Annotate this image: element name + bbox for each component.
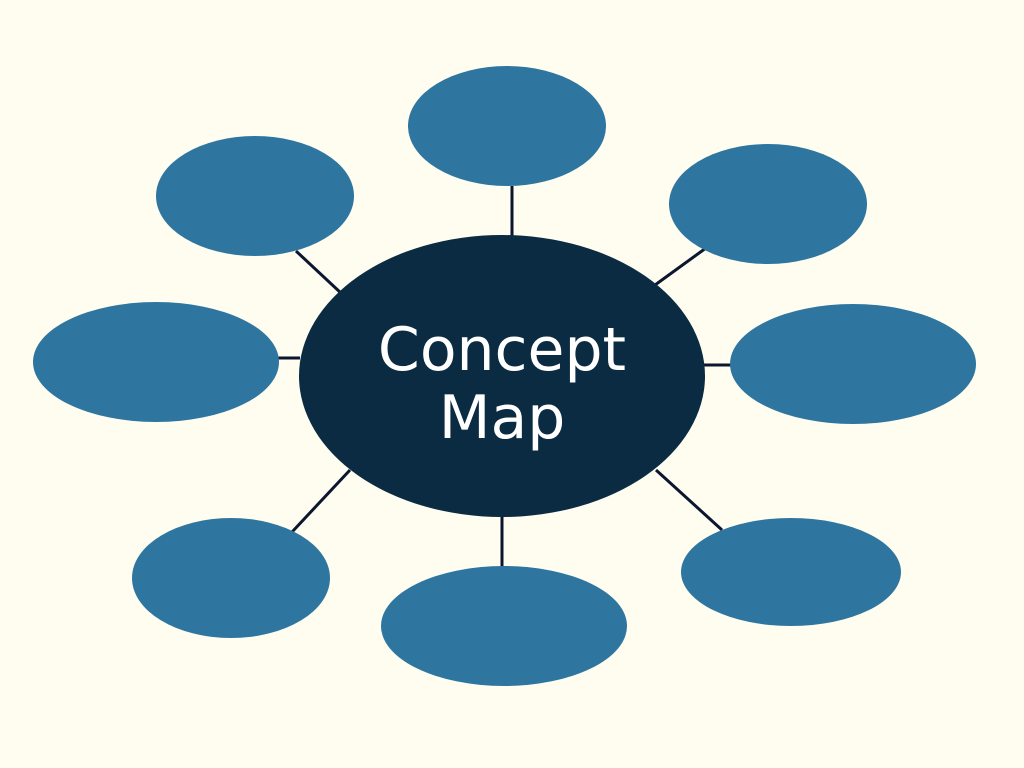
connectors bbox=[278, 186, 732, 567]
connector-bottom-left bbox=[290, 468, 352, 534]
node-right[interactable] bbox=[730, 304, 976, 424]
connector-top-left bbox=[294, 249, 344, 296]
node-top-left[interactable] bbox=[156, 136, 354, 256]
node-top[interactable] bbox=[408, 66, 606, 186]
concept-nodes bbox=[33, 66, 976, 686]
central-concept-ellipse bbox=[299, 235, 705, 517]
center-title-line-1: Concept bbox=[378, 315, 626, 385]
node-bottom[interactable] bbox=[381, 566, 627, 686]
central-concept[interactable]: Concept Map bbox=[299, 235, 705, 517]
node-bottom-right[interactable] bbox=[681, 518, 901, 626]
node-bottom-left[interactable] bbox=[132, 518, 330, 638]
center-title-line-2: Map bbox=[439, 383, 566, 453]
connector-top-right bbox=[654, 246, 707, 287]
node-left[interactable] bbox=[33, 302, 279, 422]
node-top-right[interactable] bbox=[669, 144, 867, 264]
connector-bottom-right bbox=[654, 468, 724, 532]
